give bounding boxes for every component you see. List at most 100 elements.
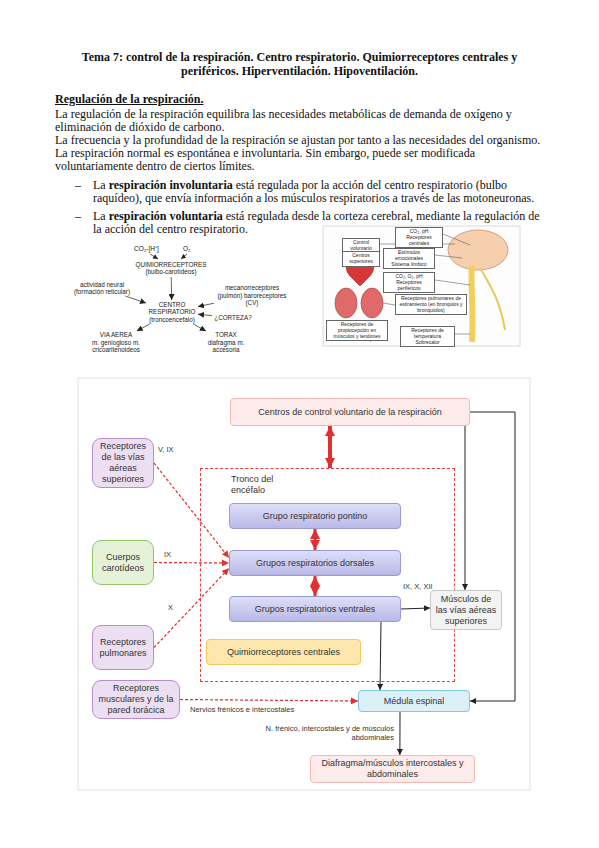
node-text: Quimiorreceptores centrales: [227, 647, 340, 658]
connector: [125, 296, 146, 303]
node-text: Grupos respiratorios ventrales: [255, 604, 376, 615]
page-title: Tema 7: control de la respiración. Centr…: [62, 50, 537, 78]
node-text: ¿CORTEZA?: [214, 314, 251, 322]
node-text: Cuerpos carotídeos: [97, 552, 149, 574]
node-text: Sobrecalor: [415, 340, 439, 346]
leader-line: [435, 280, 470, 285]
flow-text-node: actividad neural(formación reticular): [70, 280, 134, 296]
node-text: Músculos de las vías aéreas superiores: [435, 594, 497, 627]
paragraph: La frecuencia y la profundidad de la res…: [55, 134, 545, 173]
connector: [171, 277, 173, 300]
bullet-dash: –: [75, 210, 89, 223]
input-arrow: [181, 254, 187, 259]
connector: [154, 562, 229, 564]
node-text: Médula espinal: [384, 696, 445, 707]
node-text: Receptores centrales: [397, 235, 441, 247]
connector: [380, 622, 381, 690]
paragraph: La regulación de la respiración equilibr…: [55, 108, 545, 134]
node-text: TORAX: [215, 331, 237, 339]
flow-text-node: VIA AEREAm. geniogloso m. cricoaritenoid…: [78, 331, 154, 354]
flow-text-node: ¿CORTEZA?: [212, 313, 254, 322]
node-text: VIA AEREA: [100, 331, 133, 339]
node-text: Centros superiores: [344, 253, 378, 265]
node-text: (troncoencefalo): [149, 316, 195, 324]
brain: [448, 230, 508, 270]
node-text: Grupos respiratorios dorsales: [256, 558, 374, 569]
lung: [335, 288, 357, 318]
bullet-term: respiración involuntaria: [109, 178, 233, 192]
connector: [137, 324, 150, 331]
node-text: (bulbo-carotídeos): [145, 268, 196, 276]
connector: [193, 324, 206, 331]
connector: [154, 463, 229, 558]
control-box: Centros de control voluntario de la resp…: [230, 398, 470, 426]
flow-text-node: CENTRO RESPIRATORIO(troncoencefalo): [146, 300, 198, 324]
node-text: m. geniogloso m. cricoaritenoideos: [78, 339, 154, 354]
node-text: Tronco del encéfalo: [231, 474, 293, 496]
edge-label: IX, X, XII: [403, 582, 448, 591]
callout-box: Receptores de temperaturaSobrecalor: [400, 326, 455, 347]
node-text: CENTRO RESPIRATORIO: [146, 301, 198, 316]
brainstem-region: Tronco del encéfaloGrupo respiratorio po…: [200, 468, 455, 682]
callout-box: Estímulos emocionalesSistema límbico: [383, 248, 435, 269]
callout-box: Receptores pulmonares de estiramiento (e…: [395, 294, 467, 315]
edge-label: IX: [164, 550, 194, 559]
node-text: (formación reticular): [74, 288, 130, 296]
callout-box: CO₂, pHReceptores centrales: [395, 227, 443, 248]
node-text: QUIMIORRECEPTORES: [136, 261, 207, 269]
edge-label: N. frénico, intercostales y de músculos …: [222, 724, 394, 742]
connector: [314, 576, 317, 596]
edge-label: X: [168, 603, 188, 612]
callout-box: Centros superiores: [342, 251, 380, 267]
edge-label: V, IX: [158, 445, 198, 454]
flow-text-node: QUIMIORRECEPTORES(bulbo-carotídeos): [128, 259, 214, 277]
chemoreceptor-box: Quimiorreceptores centrales: [206, 639, 361, 665]
section-heading: Regulación de la respiración.: [55, 93, 545, 106]
leader-line: [443, 234, 470, 245]
bullet-word: La: [93, 209, 106, 223]
node-text: Centros de control voluntario de la resp…: [258, 407, 442, 418]
node-text: Sistema límbico: [391, 262, 426, 268]
node-text: Receptores de las vías aéreas superiores: [97, 441, 149, 485]
bullet-text: Larespiración voluntariaestá regulada de…: [93, 210, 545, 236]
connector: [328, 426, 332, 468]
bullet-text: Larespiración involuntariaestá regulada …: [93, 179, 545, 205]
node-text: Receptores pulmonares: [97, 637, 149, 659]
leader-line: [383, 303, 395, 305]
receptor-box: Receptores de las vías aéreas superiores: [92, 438, 154, 488]
effector-box: Diafragma/músculos intercostales y abdom…: [310, 755, 475, 783]
node-text: mecanorreceptores (pulmón) baroreceptore…: [214, 284, 290, 307]
node-text: Receptores de temperatura: [402, 328, 453, 340]
connector: [154, 568, 229, 647]
node-text: Receptores periféricos: [385, 280, 433, 292]
respiratory-group-box: Grupos respiratorios ventrales: [229, 596, 401, 622]
respiratory-group-box: Grupos respiratorios dorsales: [229, 550, 401, 576]
receptor-box: Cuerpos carotídeos: [92, 540, 154, 585]
connector: [401, 608, 430, 609]
leader-line: [455, 334, 470, 335]
node-text: Diafragma/músculos intercostales y abdom…: [315, 758, 470, 780]
receptor-box: Receptores pulmonares: [92, 625, 154, 670]
callout-box: Receptores de propiocepción en músculos …: [326, 320, 388, 341]
node-text: Estímulos emocionales: [385, 250, 433, 262]
connector: [314, 529, 317, 550]
effector-box: Músculos de las vías aéreas superiores: [430, 590, 502, 630]
edge-label: Nervios frénicos e intercostales: [190, 705, 320, 714]
bullet-word: La: [93, 178, 106, 192]
node-text: Receptores pulmonares de estiramiento (e…: [397, 296, 465, 313]
bullet-term: respiración voluntaria: [109, 209, 223, 223]
node-text: diafragma m. accesoria: [194, 339, 258, 354]
bullet-dash: –: [75, 179, 89, 192]
spinal-cord-box: Médula espinal: [358, 690, 470, 712]
flow-text-node: mecanorreceptores (pulmón) baroreceptore…: [214, 284, 290, 307]
connector: [465, 426, 466, 590]
connector: [198, 314, 212, 315]
node-text: Control voluntario: [344, 240, 378, 252]
leader-line: [435, 255, 462, 258]
node-text: Grupo respiratorio pontino: [263, 511, 368, 522]
respiratory-group-box: Grupo respiratorio pontino: [229, 503, 401, 529]
connector: [399, 712, 400, 755]
figure-frame: [78, 378, 530, 790]
lung: [361, 288, 383, 318]
